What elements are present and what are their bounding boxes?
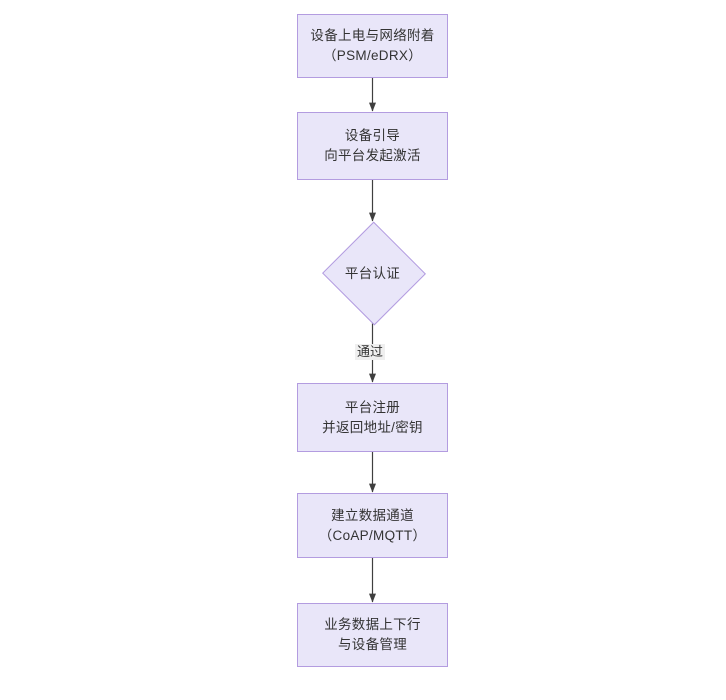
flow-node-platform-auth-decision[interactable]: 平台认证	[321, 221, 426, 325]
flow-node-business-data-and-device-management[interactable]: 业务数据上下行 与设备管理	[297, 603, 448, 667]
flow-node-line: 设备引导	[344, 128, 401, 144]
flow-node-line: 并返回地址/密钥	[322, 419, 423, 435]
flow-node-line: （PSM/eDRX）	[322, 48, 423, 63]
flow-node-line: 向平台发起激活	[324, 148, 421, 163]
flow-node-line: 建立数据通道	[331, 507, 414, 523]
flow-node-line: 平台注册	[344, 399, 401, 415]
edge-label-pass: 通过	[355, 344, 386, 361]
flow-node-line: 业务数据上下行	[324, 617, 421, 633]
flow-node-establish-data-channel[interactable]: 建立数据通道 （CoAP/MQTT）	[297, 493, 448, 558]
flow-node-device-bootstrap[interactable]: 设备引导 向平台发起激活	[297, 112, 448, 180]
flow-node-line: （CoAP/MQTT）	[318, 527, 427, 543]
flow-node-line: 平台认证	[344, 266, 401, 281]
flow-node-line: 与设备管理	[338, 637, 407, 652]
flow-node-line: 设备上电与网络附着	[310, 28, 435, 44]
flow-node-platform-register[interactable]: 平台注册 并返回地址/密钥	[297, 383, 448, 452]
flow-node-device-power-on[interactable]: 设备上电与网络附着 （PSM/eDRX）	[297, 14, 448, 78]
